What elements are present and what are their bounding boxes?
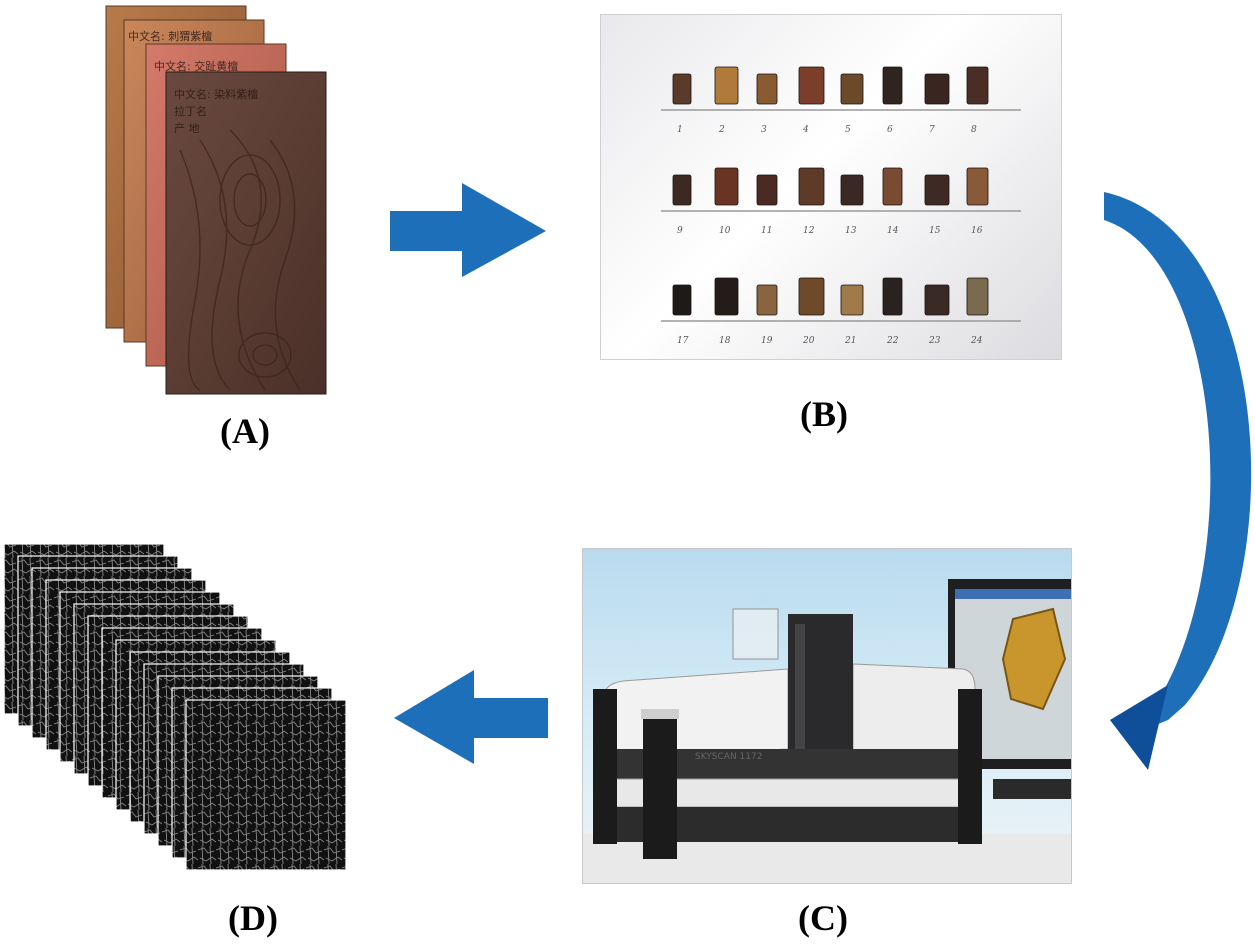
sample-number: 11 bbox=[761, 226, 772, 236]
sample-number: 16 bbox=[971, 226, 983, 236]
wood-block-sample bbox=[756, 174, 778, 206]
sample-number: 18 bbox=[719, 336, 731, 346]
wood-block-sample bbox=[798, 167, 825, 206]
sample-number: 12 bbox=[803, 226, 815, 236]
panel-b-label: (B) bbox=[800, 394, 848, 434]
sample-number: 14 bbox=[887, 226, 899, 236]
veneer-writing: 中文名: 刺猬紫檀 中文名: 交趾黄檀 中文名: 染料紫檀 拉丁名 产 地 bbox=[128, 29, 258, 135]
instrument-illustration: SKYSCAN 1172 bbox=[583, 579, 1071, 883]
ct-slice bbox=[185, 699, 347, 871]
panel-d-label: (D) bbox=[228, 898, 278, 938]
sample-number: 17 bbox=[677, 336, 689, 346]
wood-block-sample bbox=[672, 284, 692, 316]
arrow-left bbox=[394, 670, 548, 764]
sample-number: 13 bbox=[845, 226, 857, 236]
wood-block-sample bbox=[924, 174, 950, 206]
wood-block-sample bbox=[966, 277, 989, 316]
veneer-grain bbox=[179, 129, 301, 391]
panel-d-ct-slices bbox=[3, 543, 347, 871]
panel-a-label: (A) bbox=[220, 411, 270, 451]
sample-number: 2 bbox=[718, 125, 725, 135]
wood-block-sample bbox=[882, 277, 903, 316]
panel-c-instrument: SKYSCAN 1172 bbox=[582, 548, 1072, 884]
arrow-right bbox=[390, 183, 546, 277]
sample-number: 1 bbox=[677, 125, 683, 135]
veneer-sheet-4 bbox=[165, 71, 327, 395]
wood-block-sample bbox=[672, 174, 692, 206]
wood-block-sample bbox=[882, 66, 903, 105]
wood-block-sample bbox=[714, 277, 739, 316]
sample-number: 19 bbox=[761, 336, 773, 346]
wood-block-sample bbox=[798, 277, 825, 316]
sample-number: 24 bbox=[970, 336, 983, 346]
wood-block-sample bbox=[882, 167, 903, 206]
sample-number: 15 bbox=[929, 226, 941, 236]
wood-block-sample bbox=[924, 73, 950, 105]
sample-number: 4 bbox=[802, 125, 809, 135]
sample-number: 22 bbox=[886, 336, 899, 346]
instrument-text: SKYSCAN 1172 bbox=[695, 752, 762, 762]
arrow-curved bbox=[1104, 192, 1252, 770]
sample-number: 8 bbox=[971, 125, 977, 135]
sample-number: 20 bbox=[802, 336, 815, 346]
sample-number: 10 bbox=[719, 226, 731, 236]
wood-block-sample bbox=[714, 167, 739, 206]
wood-block-sample bbox=[756, 284, 778, 316]
wood-block-sample bbox=[840, 284, 864, 316]
panel-a-veneer-stack: 中文名: 刺猬紫檀 中文名: 交趾黄檀 中文名: 染料紫檀 拉丁名 产 地 bbox=[105, 5, 327, 395]
sample-number: 5 bbox=[845, 125, 851, 135]
wood-block-sample bbox=[756, 73, 778, 105]
wood-block-sample bbox=[714, 66, 739, 105]
wood-block-sample bbox=[966, 167, 989, 206]
sample-number: 23 bbox=[928, 336, 941, 346]
sample-number: 6 bbox=[887, 125, 893, 135]
wood-block-sample bbox=[924, 284, 950, 316]
sample-number: 7 bbox=[929, 125, 935, 135]
sample-number: 21 bbox=[844, 336, 856, 346]
sample-number: 9 bbox=[677, 226, 683, 236]
veneer-text-2: 中文名: 交趾黄檀 bbox=[154, 59, 238, 73]
veneer-text-4: 拉丁名 bbox=[174, 104, 207, 118]
veneer-text-3: 中文名: 染料紫檀 bbox=[174, 87, 258, 101]
wood-block-sample bbox=[966, 66, 989, 105]
wood-block-sample bbox=[672, 73, 692, 105]
wood-block-sample bbox=[840, 174, 864, 206]
panel-c-label: (C) bbox=[798, 898, 848, 938]
wood-block-sample bbox=[840, 73, 864, 105]
veneer-text-1: 中文名: 刺猬紫檀 bbox=[128, 29, 212, 43]
sample-number: 3 bbox=[761, 125, 767, 135]
veneer-text-5: 产 地 bbox=[174, 121, 200, 135]
wood-block-sample bbox=[798, 66, 825, 105]
